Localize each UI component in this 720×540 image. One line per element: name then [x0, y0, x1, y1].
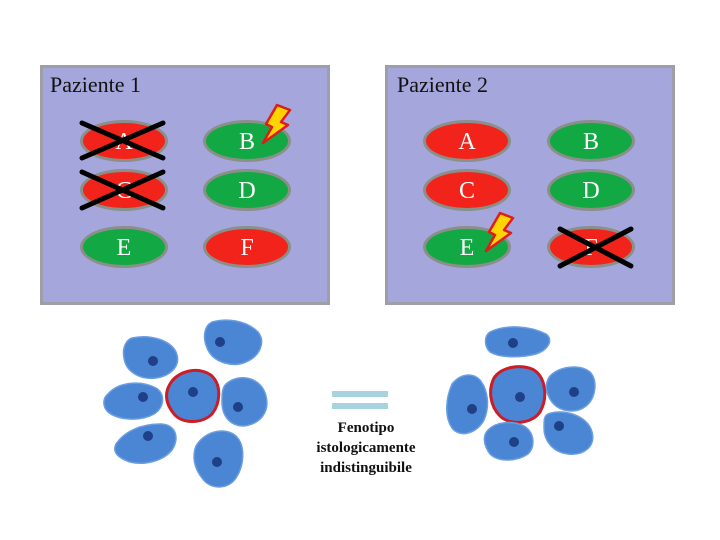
- cell-cluster-patient-1: [103, 319, 268, 488]
- patient-2-title: Paziente 2: [397, 72, 489, 97]
- caption-line-3: indistinguibile: [320, 460, 412, 476]
- cell: [483, 421, 534, 461]
- cell: [543, 411, 594, 455]
- cell: [203, 319, 263, 366]
- cross-mark-icon: [79, 169, 166, 211]
- lightning-bolt-icon: [484, 211, 515, 253]
- p1-gene-e-label: E: [116, 234, 132, 261]
- cell: [122, 336, 179, 380]
- cell-cluster-patient-2: [446, 326, 596, 461]
- cross-mark-icon: [79, 120, 166, 161]
- cross-mark-icon: [557, 226, 634, 269]
- p2-gene-b-label: B: [582, 128, 599, 155]
- p2-gene-b: B: [547, 120, 635, 162]
- cell: [446, 374, 489, 435]
- phenotype-caption: Fenotipo istologicamente indistinguibile: [296, 418, 436, 478]
- p1-gene-d: D: [203, 169, 291, 211]
- p1-gene-b-label: B: [238, 128, 255, 155]
- caption-line-1: Fenotipo: [337, 420, 395, 436]
- cell: [484, 326, 551, 358]
- equals-icon: [332, 391, 388, 409]
- cell: [545, 366, 596, 412]
- tumor-cell: [489, 365, 547, 424]
- cell: [114, 423, 177, 464]
- p1-gene-d-label: D: [238, 177, 256, 204]
- p2-gene-a: A: [423, 120, 511, 162]
- p1-gene-e: E: [80, 226, 168, 268]
- caption-line-2: istologicamente: [316, 440, 416, 456]
- p2-gene-d-label: D: [582, 177, 600, 204]
- cell: [103, 382, 164, 420]
- cell: [193, 430, 244, 488]
- p1-gene-f: F: [203, 226, 291, 268]
- p1-gene-f-label: F: [240, 234, 254, 261]
- p2-gene-a-label: A: [458, 128, 476, 155]
- p2-gene-c: C: [423, 169, 511, 211]
- p2-gene-d: D: [547, 169, 635, 211]
- patient-1-title: Paziente 1: [50, 72, 142, 97]
- p2-gene-c-label: C: [458, 177, 475, 204]
- p2-gene-e-label: E: [459, 234, 475, 261]
- cell: [221, 377, 268, 427]
- tumor-cell: [165, 368, 221, 423]
- lightning-bolt-icon: [261, 103, 292, 145]
